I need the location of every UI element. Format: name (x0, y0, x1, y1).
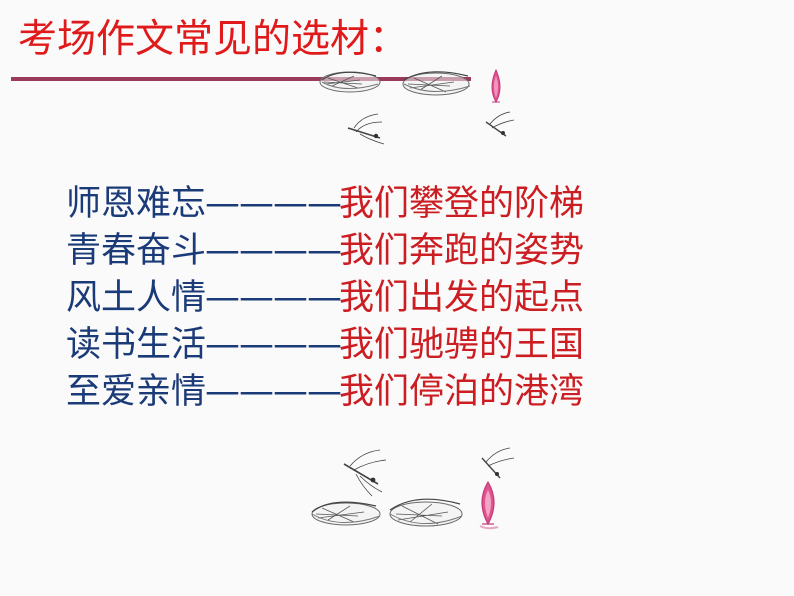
entry-dash-connector: ———— (205, 371, 342, 412)
dragonfly-icon (347, 113, 385, 145)
lotus-leaf-icon (402, 71, 471, 96)
entry-topic: 风土人情 (66, 277, 207, 318)
list-item: 读书生活 ———— 我们驰骋的王国 (66, 321, 666, 368)
title-block: 考场作文常见的选材： (18, 16, 718, 68)
topic-list: 师恩难忘 ———— 我们攀登的阶梯 青春奋斗 ———— 我们奔跑的姿势 风土人情… (66, 180, 666, 415)
lotus-leaf-icon (389, 498, 463, 527)
title-underline-rule (11, 77, 471, 81)
entry-metaphor: 我们奔跑的姿势 (339, 230, 585, 271)
lotus-leaf-icon (319, 71, 381, 93)
entry-topic: 至爱亲情 (66, 371, 207, 412)
entry-dash-connector: ———— (205, 324, 342, 365)
entry-topic: 读书生活 (66, 324, 207, 365)
lotus-bud-icon (491, 68, 501, 104)
entry-topic: 青春奋斗 (66, 230, 207, 271)
lotus-and-dragonfly-cluster-bottom-icon (300, 440, 530, 540)
list-item: 至爱亲情 ———— 我们停泊的港湾 (66, 368, 666, 415)
entry-metaphor: 我们攀登的阶梯 (339, 183, 585, 224)
entry-dash-connector: ———— (205, 230, 342, 271)
entry-metaphor: 我们出发的起点 (339, 277, 585, 318)
lotus-leaf-icon (311, 501, 381, 526)
lotus-and-dragonfly-cluster-top-icon (310, 60, 530, 145)
lotus-bud-icon (479, 480, 499, 530)
dragonfly-icon (485, 111, 515, 137)
entry-topic: 师恩难忘 (66, 183, 207, 224)
entry-dash-connector: ———— (205, 183, 342, 224)
entry-metaphor: 我们停泊的港湾 (339, 371, 585, 412)
dragonfly-icon (481, 447, 515, 479)
entry-metaphor: 我们驰骋的王国 (339, 324, 585, 365)
list-item: 青春奋斗 ———— 我们奔跑的姿势 (66, 227, 666, 274)
page-title: 考场作文常见的选材： (18, 17, 409, 62)
entry-dash-connector: ———— (205, 277, 342, 318)
dragonfly-icon (343, 449, 387, 497)
list-item: 师恩难忘 ———— 我们攀登的阶梯 (66, 180, 666, 227)
list-item: 风土人情 ———— 我们出发的起点 (66, 274, 666, 321)
